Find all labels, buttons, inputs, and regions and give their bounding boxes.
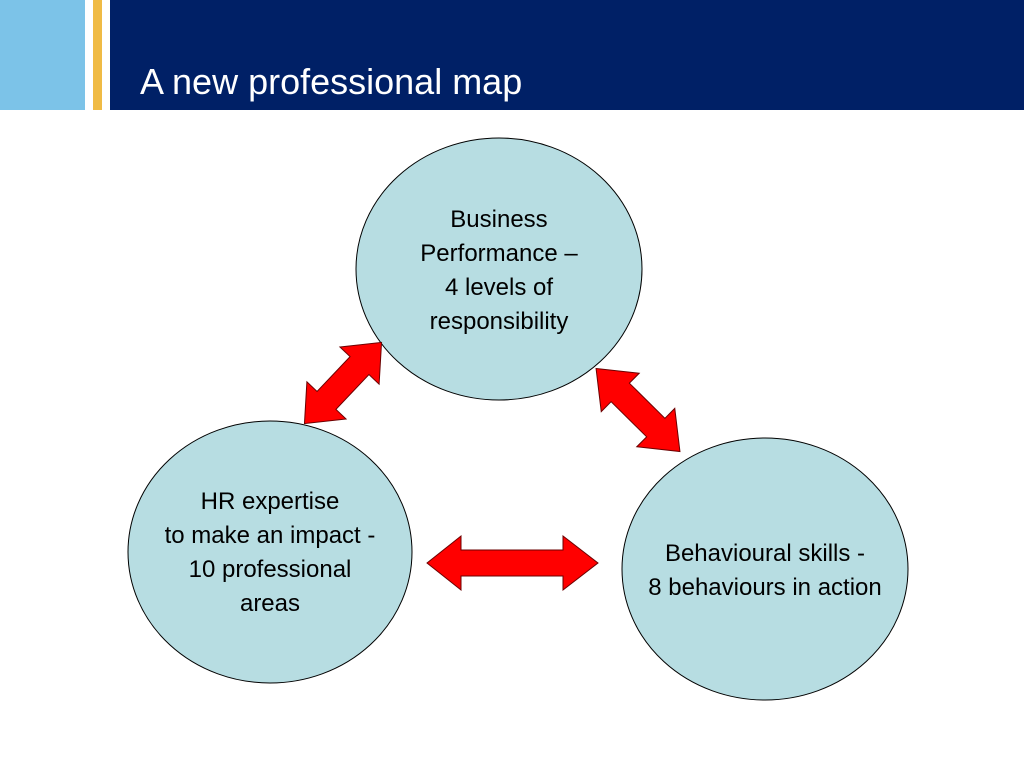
- node-label-behavioural-skills: Behavioural skills - 8 behaviours in act…: [615, 537, 915, 605]
- node-label-line: Business: [450, 206, 548, 233]
- double-arrow-hr-to-business: [303, 341, 383, 425]
- node-circle-behavioural-skills: [621, 437, 909, 701]
- node-label-line: 8 behaviours in action: [648, 574, 882, 601]
- node-label-line: 10 professional: [188, 556, 352, 583]
- node-label-line: 4 levels of: [444, 274, 554, 301]
- node-label-line: areas: [239, 590, 301, 617]
- node-label-line: HR expertise: [200, 488, 340, 515]
- header-bar: [110, 0, 1024, 110]
- node-label-line: Behavioural skills -: [664, 540, 866, 567]
- node-label-hr-expertise: HR expertise to make an impact - 10 prof…: [130, 485, 410, 621]
- node-label-business-performance: Business Performance – 4 levels of respo…: [399, 203, 599, 339]
- double-arrow-business-to-behavioural: [595, 367, 681, 453]
- node-label-line: responsibility: [429, 308, 569, 335]
- slide-title: A new professional map: [140, 61, 523, 102]
- double-arrow-hr-to-behavioural: [426, 534, 599, 592]
- header-gold-bar: [93, 0, 102, 110]
- node-label-line: Performance –: [420, 240, 578, 267]
- header-light-blue-block: [0, 0, 85, 110]
- node-label-line: to make an impact -: [164, 522, 376, 549]
- node-circle-business-performance: [355, 137, 643, 401]
- node-circle-hr-expertise: [127, 420, 413, 684]
